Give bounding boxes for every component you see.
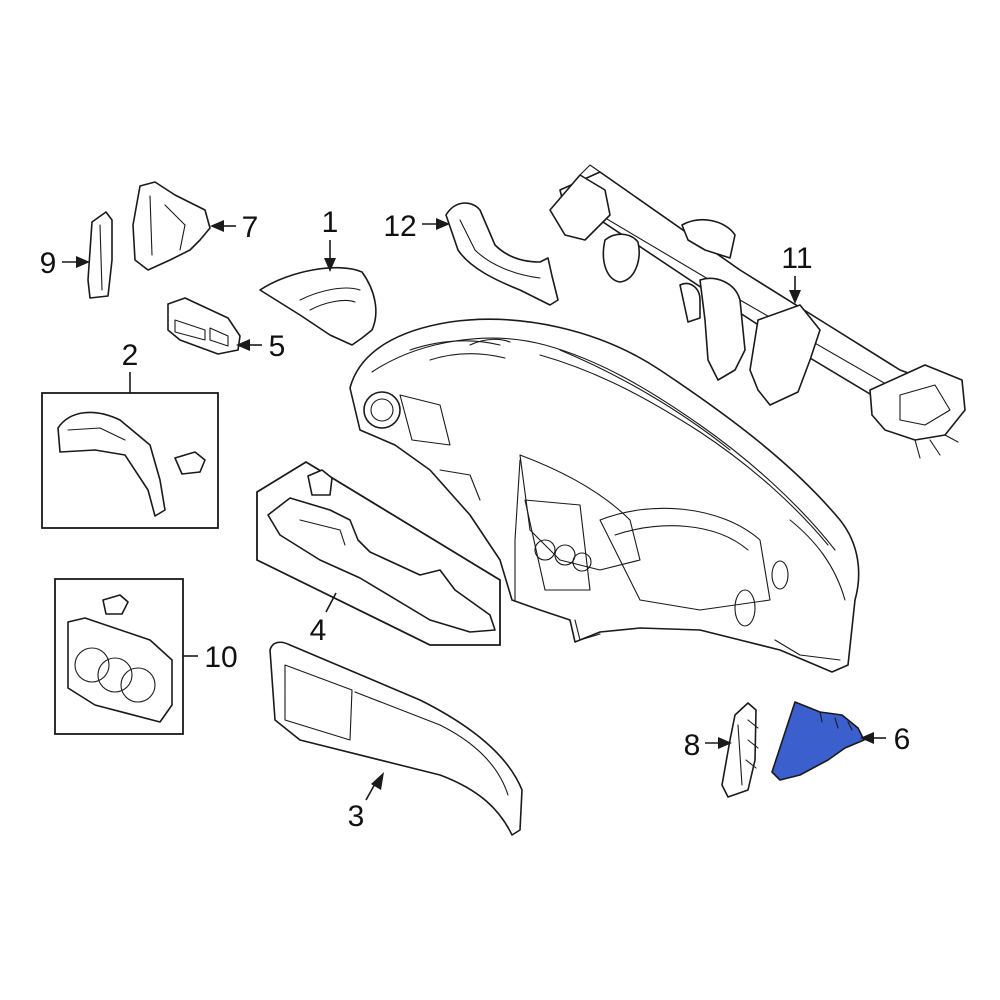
callout-4: 4 [310, 614, 327, 647]
part-1-trim-cover [259, 266, 377, 346]
part-3-lower-panel [269, 641, 523, 836]
dashboard-body [349, 318, 860, 673]
part-6-highlighted-trim [771, 701, 865, 781]
callout-12: 12 [383, 210, 416, 243]
callout-9: 9 [40, 247, 57, 280]
callout-2: 2 [122, 339, 139, 372]
callout-11: 11 [781, 242, 812, 275]
callout-10: 10 [204, 641, 237, 674]
part-10-box [54, 578, 184, 735]
callout-3: 3 [348, 800, 365, 833]
leader-arrows [62, 218, 886, 801]
callout-7: 7 [242, 211, 259, 244]
part-8-bracket [721, 702, 759, 798]
part-11-cross-beam [549, 164, 966, 459]
callout-6: 6 [894, 723, 911, 756]
part-9-pillar-trim [87, 211, 113, 299]
part-7-side-panel [132, 181, 211, 271]
part-5-switch-panel [167, 297, 241, 355]
callout-5: 5 [269, 330, 286, 363]
part-6-shape [771, 701, 865, 781]
callout-8: 8 [684, 729, 701, 762]
callout-1: 1 [322, 206, 339, 239]
part-4-box [256, 460, 501, 646]
callout-labels: 1 12 11 7 9 5 2 10 4 3 8 6 [40, 206, 911, 833]
part-12-long-trim [445, 202, 559, 306]
part-2-box [41, 392, 219, 529]
